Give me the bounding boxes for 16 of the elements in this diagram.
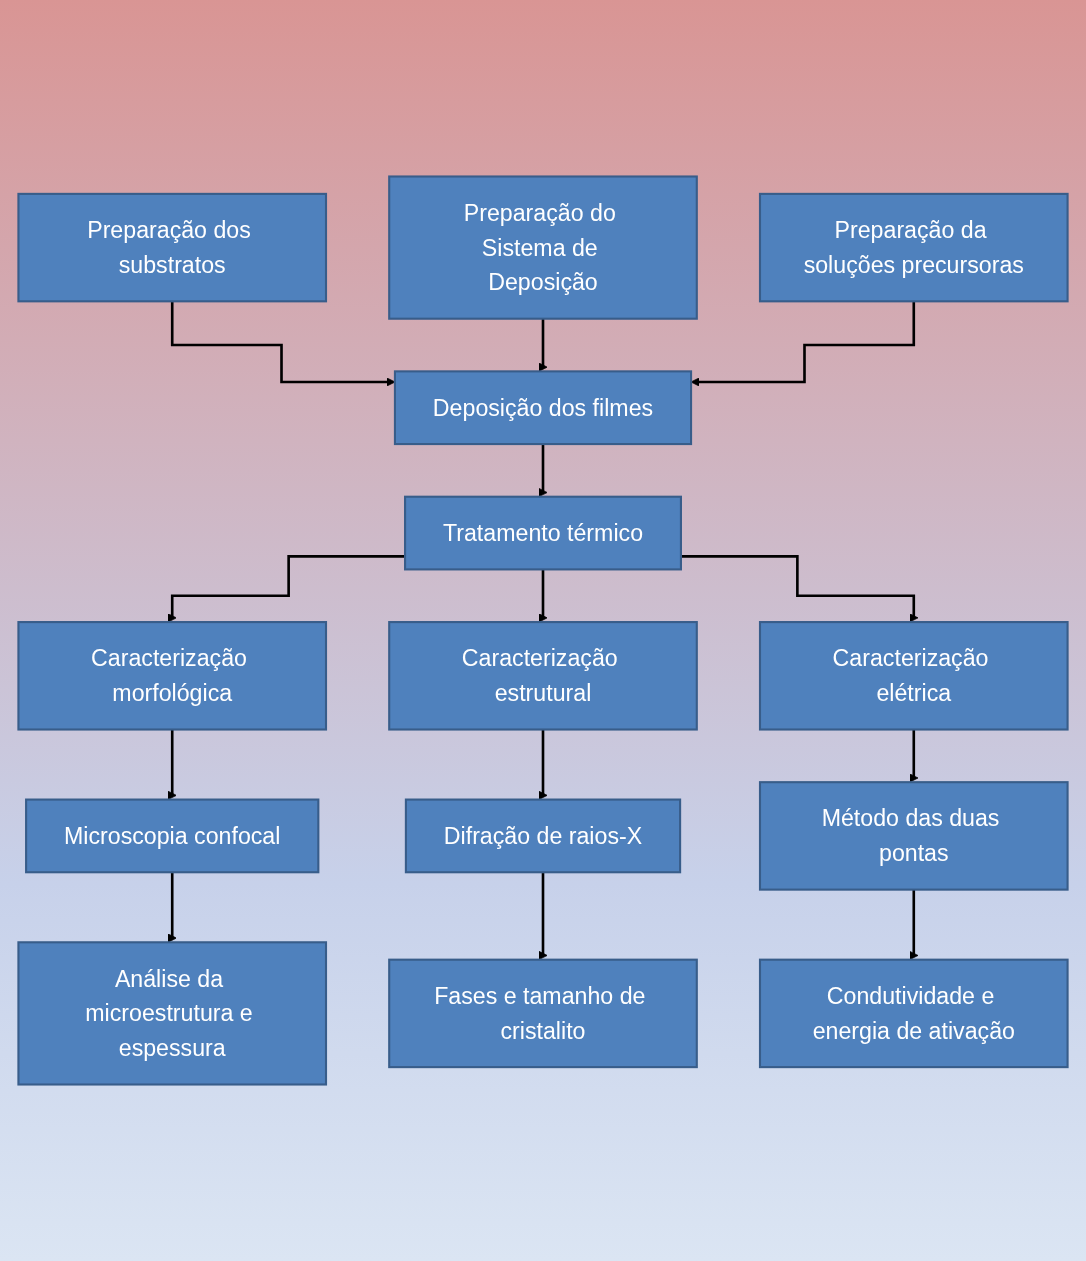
node-box: Preparação do Sistema de Deposição [388, 175, 698, 320]
node-box: Caracterização morfológica [17, 621, 328, 731]
node-box: Condutividade e energia de ativação [758, 958, 1069, 1069]
node-box: Caracterização estrutural [388, 621, 698, 731]
node-box: Método das duas pontas [758, 781, 1069, 891]
node-box: Tratamento térmico [404, 495, 682, 571]
arrow [167, 555, 406, 623]
node-box: Preparação dos substratos [17, 192, 328, 303]
node-box: Difração de raios-X [404, 798, 682, 874]
node-box: Análise da microestrutura e espessura [17, 941, 328, 1086]
node-box: Caracterização elétrica [758, 621, 1069, 731]
arrow [680, 555, 919, 623]
node-box: Preparação da soluções precursoras [758, 192, 1069, 303]
node-box: Deposição dos filmes [393, 370, 693, 446]
node-box: Fases e tamanho de cristalito [388, 958, 698, 1069]
node-box: Microscopia confocal [25, 798, 320, 874]
